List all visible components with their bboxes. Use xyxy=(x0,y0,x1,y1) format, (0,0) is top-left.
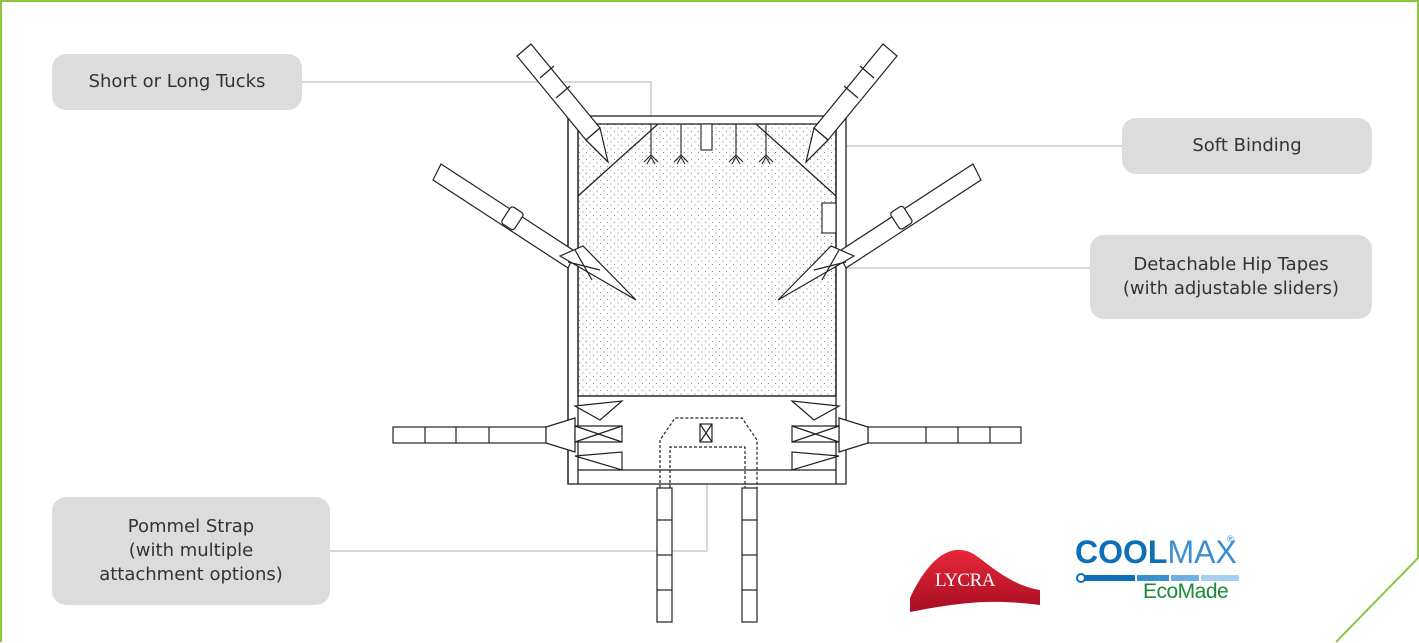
pommel-strap xyxy=(656,417,758,623)
ecomade-logo-text: EcoMade xyxy=(1143,580,1229,603)
coolmax-light: MAX xyxy=(1167,534,1237,570)
callout-short-or-long-tucks: Short or Long Tucks xyxy=(52,54,302,110)
leg-strap-right xyxy=(790,400,1022,471)
lycra-logo-text: LYCRA xyxy=(935,570,996,591)
lycra-logo xyxy=(910,549,1040,612)
leg-strap-left xyxy=(392,400,624,471)
callout-pommel-line3: attachment options) xyxy=(99,564,283,585)
coolmax-bold: COOL xyxy=(1075,534,1168,570)
hip-tape-right xyxy=(777,163,982,301)
callout-soft-binding: Soft Binding xyxy=(1122,118,1372,174)
coolmax-logo-text: COOLMAX xyxy=(1075,535,1237,569)
tucks xyxy=(643,123,774,165)
callout-pommel-line1: Pommel Strap xyxy=(127,516,255,537)
callout-hip-tapes: Detachable Hip Tapes (with adjustable sl… xyxy=(1090,235,1372,319)
hip-tape-left xyxy=(432,163,637,301)
callout-binding-label: Soft Binding xyxy=(1192,135,1302,156)
shoulder-strap-left xyxy=(516,43,610,164)
callout-tucks-label: Short or Long Tucks xyxy=(88,71,266,92)
callout-pommel-line2: (with multiple xyxy=(128,540,254,561)
coolmax-bar xyxy=(1076,573,1239,583)
callout-hip-line2: (with adjustable sliders) xyxy=(1122,278,1340,299)
callout-hip-line1: Detachable Hip Tapes xyxy=(1133,254,1329,275)
registered-mark: ® xyxy=(1227,534,1234,544)
callout-pommel-strap: Pommel Strap (with multiple attachment o… xyxy=(52,497,330,605)
side-tab xyxy=(821,202,837,234)
shoulder-strap-right xyxy=(804,43,898,164)
